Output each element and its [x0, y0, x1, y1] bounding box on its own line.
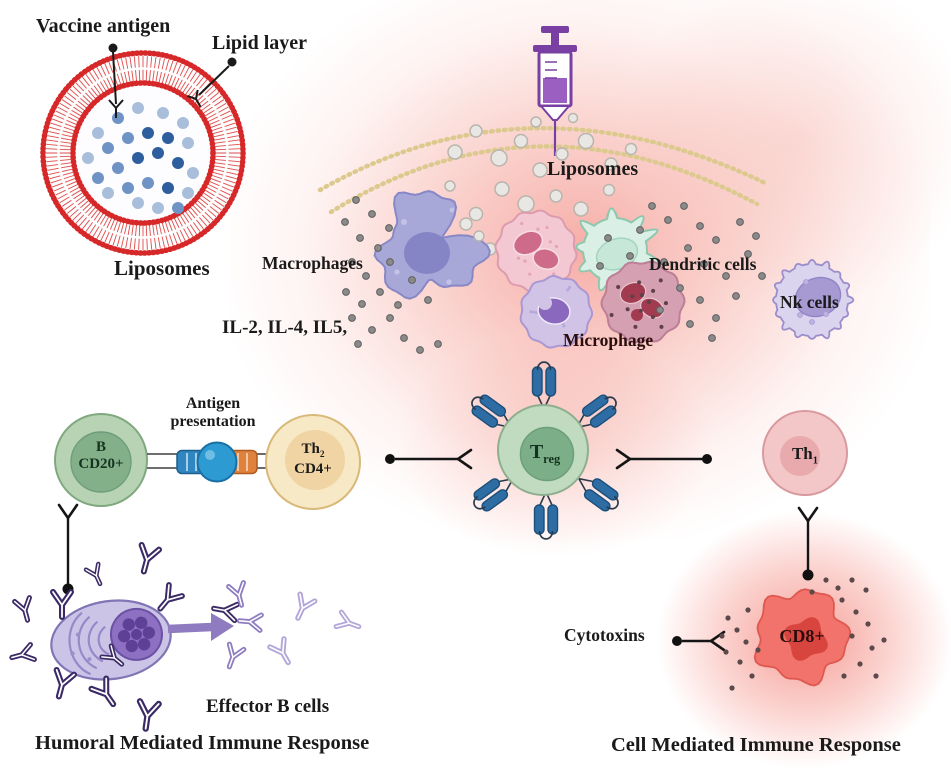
treg-label: Treg — [529, 441, 561, 466]
nk-cell — [772, 258, 855, 340]
monocyte-cell — [519, 274, 593, 349]
b-cell — [54, 413, 148, 507]
treg-right-inhibition-connector — [615, 448, 712, 470]
microphage-label: Microphage — [563, 330, 654, 350]
bcell-plasma-connector — [57, 503, 79, 595]
effector-b-cells-label: Effector B cells — [206, 696, 330, 717]
lipid-layer-label: Lipid layer — [212, 32, 308, 54]
vaccine-antigen-pointer — [108, 43, 124, 118]
secretion-arrow — [167, 613, 234, 641]
cytotoxin-particles — [719, 577, 887, 691]
lipid-layer-pointer — [186, 57, 237, 108]
antigen-sphere-icon — [196, 441, 238, 483]
cd8-cell — [719, 577, 887, 691]
treg-left-inhibition-connector — [385, 448, 473, 470]
cytotoxins-label: Cytotoxins — [564, 625, 645, 645]
macrophage-cell — [373, 190, 491, 300]
macrophages-label: Macrophages — [262, 253, 363, 273]
interleukins-label: IL-2, IL-4, IL5, — [222, 317, 348, 338]
skin-membrane-arcs — [317, 126, 768, 215]
cytokine-dots — [341, 196, 766, 354]
treg-cell — [465, 361, 625, 540]
cell-mediated-response-label: Cell Mediated Immune Response — [611, 734, 901, 756]
antigen-presentation-complex — [147, 441, 267, 483]
plasma-cell — [50, 599, 172, 681]
liposomes-injection-label: Liposomes — [547, 158, 639, 180]
liposome-icon — [40, 43, 246, 256]
vaccine-antigen-label: Vaccine antigen — [36, 15, 171, 37]
th1-cd8-connector — [797, 506, 819, 581]
liposomes-left-label: Liposomes — [114, 256, 210, 280]
vaccine-antigen-dots — [82, 102, 199, 214]
cd8-label: CD8+ — [779, 626, 825, 646]
th1-label: Th1 — [791, 444, 819, 467]
nk-cells-label: Nk cells — [780, 292, 839, 312]
dendritic-cells-label: Dendritic cells — [649, 254, 757, 274]
th1-cell — [762, 410, 848, 496]
th2-cell — [265, 414, 361, 510]
syringe-icon — [533, 26, 577, 156]
humoral-response-label: Humoral Mediated Immune Response — [35, 732, 370, 754]
cytotoxins-connector — [672, 630, 726, 652]
